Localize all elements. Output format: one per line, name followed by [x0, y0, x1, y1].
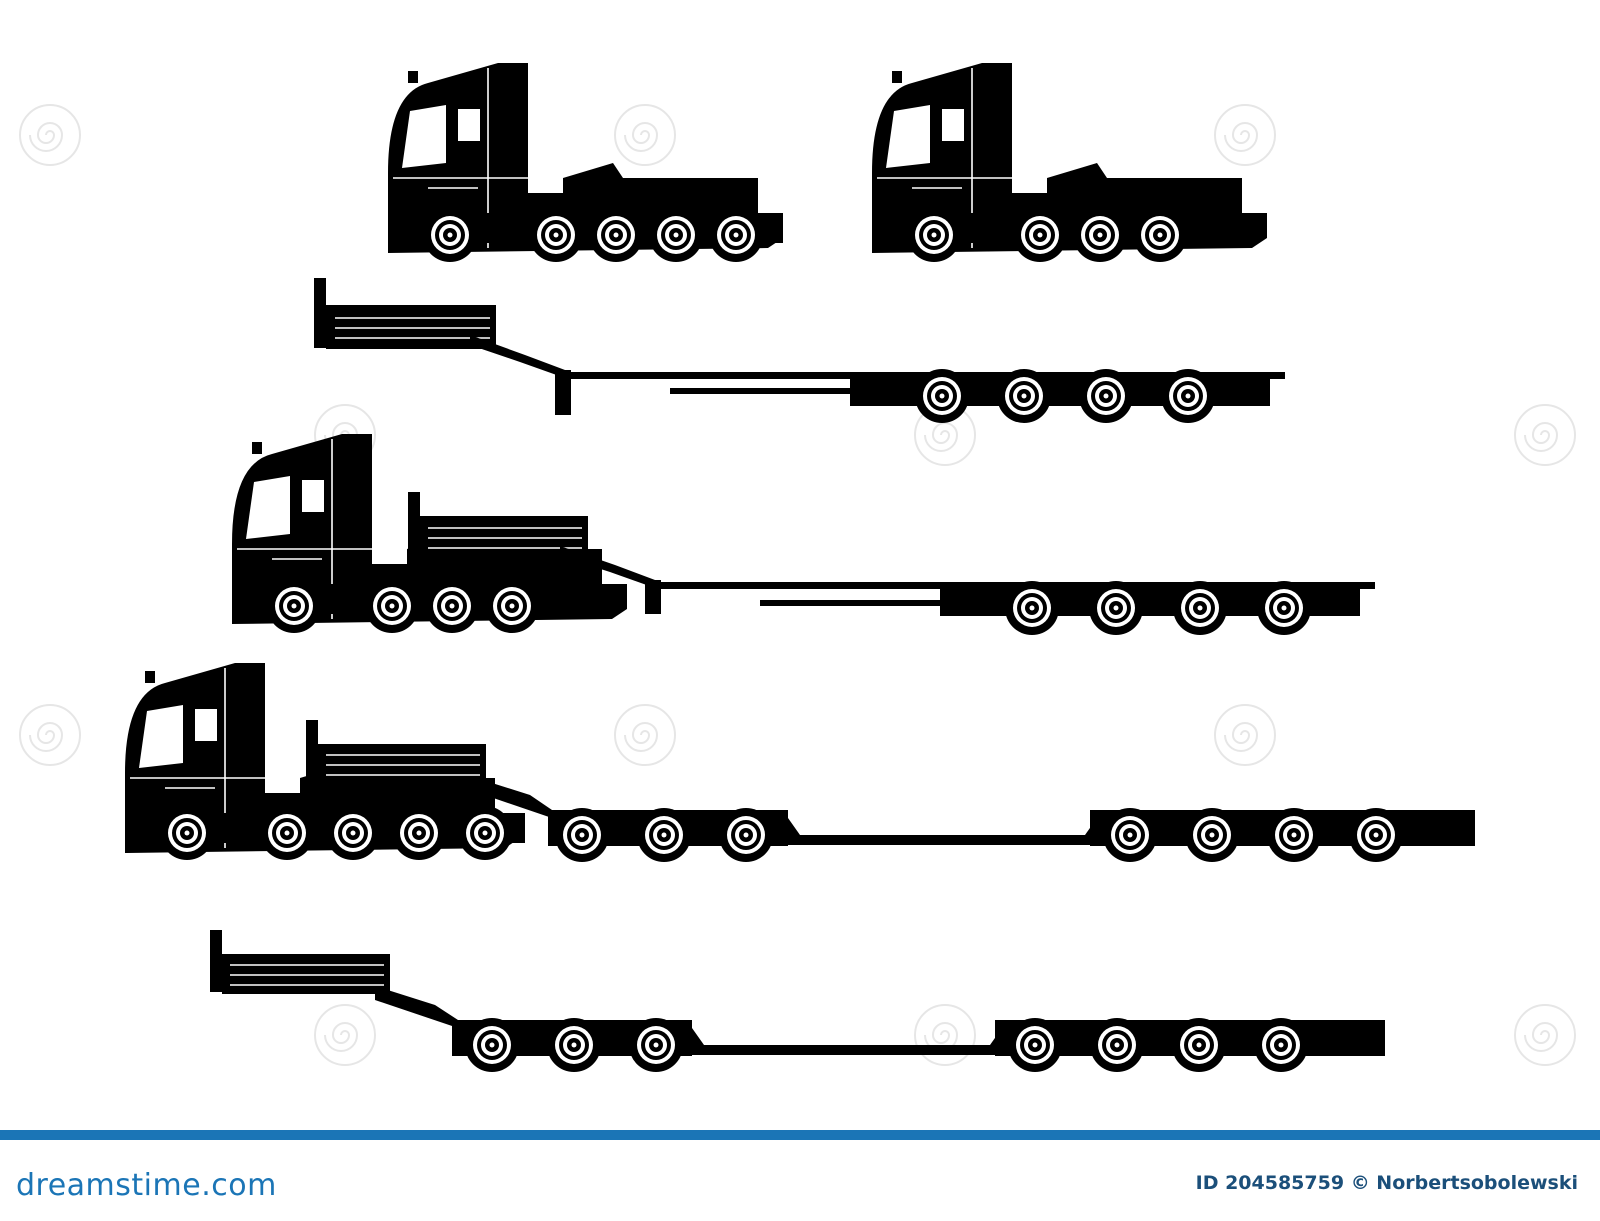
brand-logo: dreamstime.com [16, 1168, 277, 1203]
trailer-icon [210, 930, 1385, 1072]
swirl-watermark-icon [19, 704, 81, 766]
swirl-watermark-icon [1214, 104, 1276, 166]
swirl-watermark-icon [314, 1004, 376, 1066]
swirl-watermark-icon [1514, 404, 1576, 466]
footer: dreamstime.com ID 204585759 © Norbertsob… [0, 1130, 1600, 1221]
truck-icon [387, 62, 784, 262]
swirl-watermark-icon [19, 104, 81, 166]
trailer-icon [408, 492, 1375, 635]
swirl-watermark-icon [1514, 1004, 1576, 1066]
image-credit: ID 204585759 © Norbertsobolewski [1196, 1172, 1578, 1194]
image-id: ID 204585759 [1195, 1172, 1345, 1194]
swirl-watermark-icon [914, 1004, 976, 1066]
trailer-icon [306, 720, 1475, 862]
trailer-icon [314, 278, 1285, 423]
swirl-watermark-icon [614, 104, 676, 166]
swirl-watermark-icon [1214, 704, 1276, 766]
illustration [19, 62, 1576, 1072]
swirl-watermark-icon [614, 704, 676, 766]
author-credit: © Norbertsobolewski [1350, 1172, 1578, 1194]
truck-icon [124, 662, 525, 860]
footer-bar [0, 1130, 1600, 1140]
truck-icon [871, 62, 1268, 262]
truck-icon [231, 433, 628, 633]
